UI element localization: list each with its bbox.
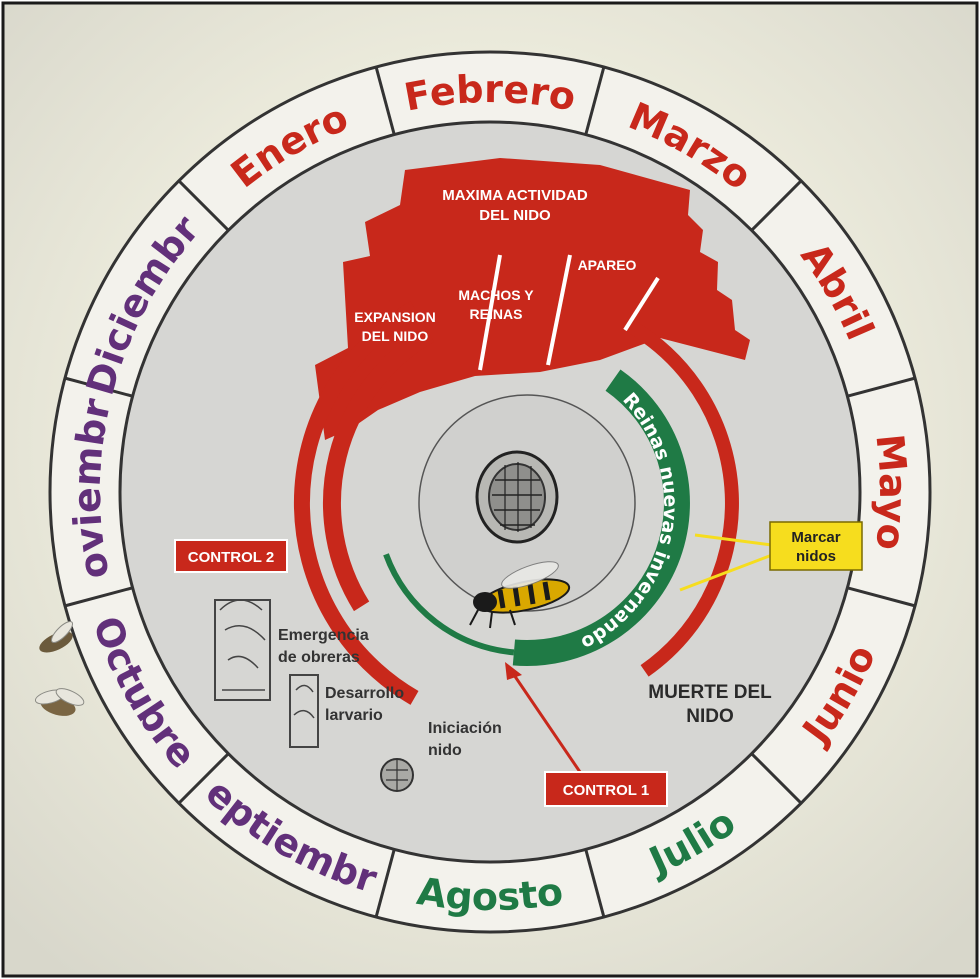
small-nest-icon [381, 759, 413, 791]
control-2-label: CONTROL 2 [188, 549, 274, 566]
max-activity-label-2: DEL NIDO [479, 207, 551, 224]
larval-label: Desarrollo [325, 685, 404, 702]
males-queens-label-2: REINAS [470, 306, 523, 322]
nest-comb-icon [477, 452, 557, 542]
workers-label-2: de obreras [278, 649, 360, 666]
nest-death-label: MUERTE DEL [648, 682, 772, 703]
init-label: Iniciación [428, 720, 502, 737]
males-queens-label: MACHOS Y [458, 287, 534, 303]
larval-label-2: larvario [325, 707, 383, 724]
init-label-2: nido [428, 742, 462, 759]
mark-nests-label-2: nidos [796, 548, 836, 565]
expansion-label: EXPANSION [354, 309, 435, 325]
nest-death-label-2: NIDO [686, 706, 734, 727]
mark-nests-label: Marcar [791, 529, 840, 546]
expansion-label-2: DEL NIDO [362, 328, 429, 344]
month-label-mayo: Mayo [867, 432, 915, 552]
mating-label: APAREO [578, 257, 637, 273]
workers-label: Emergencia [278, 627, 369, 644]
max-activity-label: MAXIMA ACTIVIDAD [442, 187, 588, 204]
control-1-label: CONTROL 1 [563, 782, 649, 799]
month-label-agosto: Agosto [414, 869, 566, 919]
control-2-badge: CONTROL 2 [175, 540, 287, 572]
